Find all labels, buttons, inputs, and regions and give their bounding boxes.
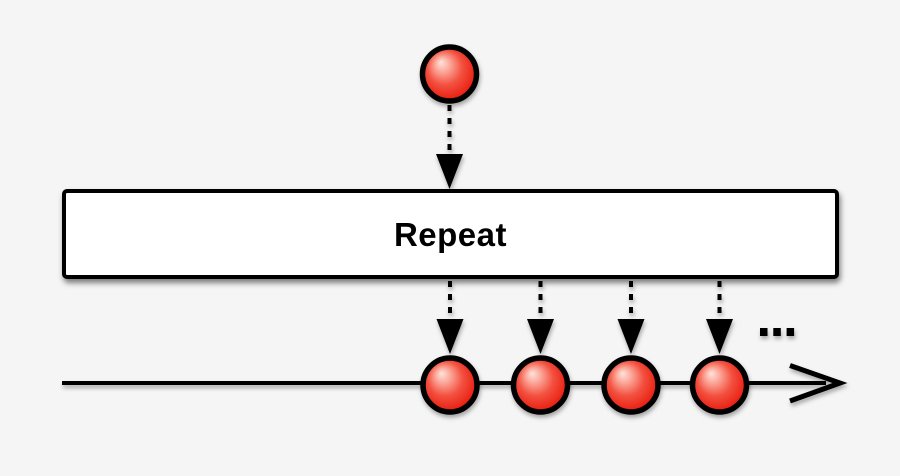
input-arrow (436, 105, 463, 189)
emit-arrow-2-head-icon (527, 319, 554, 354)
input-marble (419, 44, 480, 104)
timeline-arrowhead-icon (789, 363, 848, 404)
operator-box (62, 189, 839, 279)
emit-arrow-1 (436, 281, 464, 354)
ellipsis-dot-1 (760, 328, 768, 336)
output-marble-4 (689, 355, 750, 415)
ellipsis-dot-3 (786, 328, 795, 336)
emit-arrow-4-head-icon (706, 319, 733, 354)
emit-arrow-3-head-icon (617, 319, 645, 354)
output-marble-2 (510, 355, 571, 415)
output-marble-1 (420, 355, 480, 415)
operator-box-label: Repeat (394, 216, 507, 253)
ellipsis-dot-2 (773, 328, 781, 336)
output-marble-3 (601, 355, 661, 415)
ellipsis (760, 328, 795, 336)
emit-arrow-3 (617, 281, 645, 354)
input-arrow-head-icon (436, 154, 463, 189)
emit-arrow-1-head-icon (436, 319, 464, 354)
emit-arrow-4 (706, 281, 733, 354)
emit-arrow-2 (527, 281, 554, 354)
